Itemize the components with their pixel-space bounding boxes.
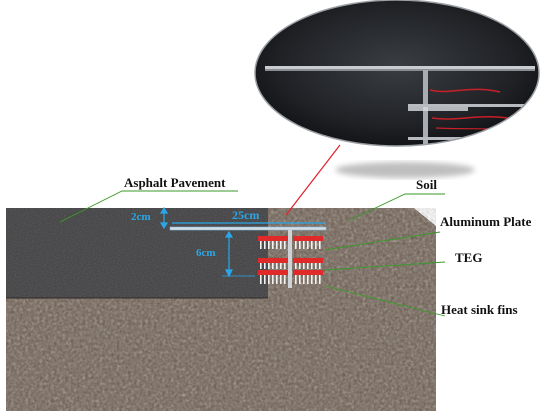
heat-sink-fins xyxy=(260,241,321,284)
label-teg: TEG xyxy=(455,250,483,265)
label-asphalt-pavement: Asphalt Pavement xyxy=(124,175,226,190)
lens-shadow xyxy=(335,162,475,178)
dimension-label-2cm: 2cm xyxy=(131,211,151,223)
zoom-lens xyxy=(254,0,540,147)
dimension-label-6cm: 6cm xyxy=(196,247,216,259)
label-heat-sink-fins: Heat sink fins xyxy=(441,302,518,317)
label-aluminum-plate: Aluminum Plate xyxy=(440,214,532,229)
dimension-label-25cm: 25cm xyxy=(232,208,260,222)
zoom-connector-line xyxy=(285,144,341,216)
label-soil: Soil xyxy=(416,177,437,192)
dimension-height xyxy=(222,230,255,278)
vertical-conductor xyxy=(288,230,292,288)
asphalt-layer xyxy=(6,208,268,298)
leader-lines xyxy=(59,190,446,317)
aluminum-plate xyxy=(169,226,327,231)
teg-array xyxy=(258,236,323,275)
dimension-depth xyxy=(159,206,169,230)
